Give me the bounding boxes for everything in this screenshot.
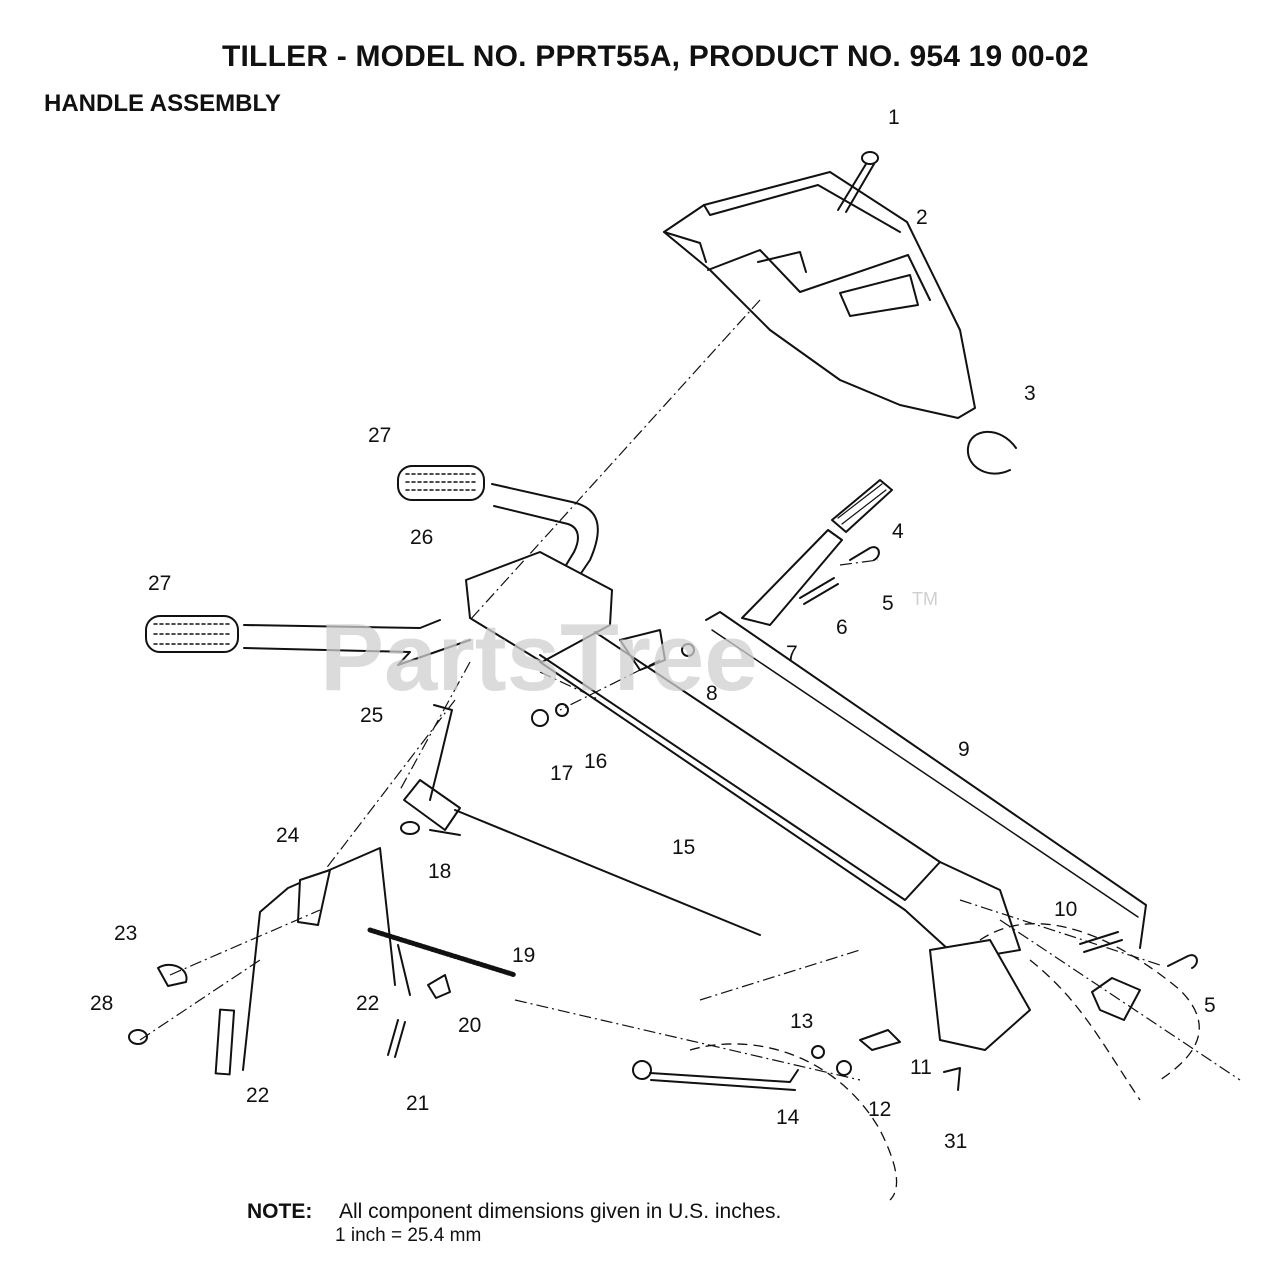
bracket-part-11 bbox=[859, 1029, 901, 1051]
note-line-1: All component dimensions given in U.S. i… bbox=[339, 1200, 782, 1223]
spring-part-19 bbox=[367, 927, 518, 978]
callout-18: 18 bbox=[428, 860, 451, 883]
callout-5b: 5 bbox=[1204, 994, 1216, 1017]
nut-part-12 bbox=[836, 1060, 852, 1076]
callout-4: 4 bbox=[892, 520, 904, 543]
rod-part-22a bbox=[214, 1008, 236, 1076]
shift-lever-part bbox=[741, 479, 893, 626]
lower-grip-assembly bbox=[145, 615, 471, 666]
clutch-lever-part bbox=[242, 847, 396, 1071]
callout-17: 17 bbox=[550, 762, 573, 785]
spacer-part-8 bbox=[681, 643, 695, 657]
watermark-text: PartsTree bbox=[320, 604, 758, 711]
control-cable bbox=[454, 809, 761, 936]
callout-19: 19 bbox=[512, 944, 535, 967]
bolt-part-21 bbox=[387, 1019, 406, 1058]
note-label: NOTE: bbox=[247, 1200, 313, 1223]
shift-rod-part bbox=[705, 611, 1147, 949]
throttle-bracket bbox=[403, 704, 461, 836]
hairpin-part-5a bbox=[849, 546, 880, 561]
depth-lever-part bbox=[632, 1060, 799, 1091]
callout-11: 11 bbox=[910, 1056, 932, 1079]
main-handle-tube bbox=[465, 551, 1031, 1051]
nut-part-28 bbox=[128, 1029, 148, 1045]
callout-1: 1 bbox=[888, 106, 900, 129]
callout-31: 31 bbox=[944, 1130, 967, 1153]
diagram-subtitle: HANDLE ASSEMBLY bbox=[44, 90, 281, 117]
callout-25: 25 bbox=[360, 704, 383, 727]
callout-23: 23 bbox=[114, 922, 137, 945]
callout-9: 9 bbox=[958, 738, 970, 761]
watermark-trademark: TM bbox=[912, 589, 938, 609]
callout-28: 28 bbox=[90, 992, 113, 1015]
callout-24: 24 bbox=[276, 824, 300, 847]
nut-part-17 bbox=[531, 709, 549, 727]
callout-21: 21 bbox=[406, 1092, 429, 1115]
callout-22b: 22 bbox=[246, 1084, 269, 1107]
callout-27a: 27 bbox=[368, 424, 391, 447]
callout-10: 10 bbox=[1054, 898, 1077, 921]
handle-panel-part bbox=[663, 171, 976, 419]
callout-3: 3 bbox=[1024, 382, 1036, 405]
rod-part-22b bbox=[397, 944, 411, 996]
nut-part-18 bbox=[400, 821, 420, 835]
callout-26: 26 bbox=[410, 526, 433, 549]
screw-part-1 bbox=[837, 151, 879, 213]
clip-part-20 bbox=[427, 974, 451, 999]
callout-8: 8 bbox=[706, 682, 718, 705]
callout-2: 2 bbox=[916, 206, 928, 229]
upper-grip-assembly bbox=[397, 465, 599, 611]
callout-14: 14 bbox=[776, 1106, 800, 1129]
callout-12: 12 bbox=[868, 1098, 891, 1121]
bolt-part-6 bbox=[799, 577, 839, 605]
callout-13: 13 bbox=[790, 1010, 813, 1033]
callout-27b: 27 bbox=[148, 572, 171, 595]
note-line-2: 1 inch = 25.4 mm bbox=[335, 1225, 482, 1246]
callout-22a: 22 bbox=[356, 992, 379, 1015]
washer-part-13 bbox=[811, 1045, 825, 1059]
hairpin-part-5b bbox=[1167, 954, 1198, 969]
callout-7: 7 bbox=[786, 642, 798, 665]
callout-16: 16 bbox=[584, 750, 607, 773]
callout-20: 20 bbox=[458, 1014, 481, 1037]
bolt-part-10 bbox=[1079, 931, 1123, 953]
diagram-title: TILLER - MODEL NO. PPRT55A, PRODUCT NO. … bbox=[222, 40, 1089, 73]
washer-part-16 bbox=[555, 703, 569, 717]
dimension-note: NOTE: All component dimensions given in U… bbox=[247, 1200, 781, 1248]
callout-6: 6 bbox=[836, 616, 848, 639]
callout-15: 15 bbox=[672, 836, 695, 859]
clip-part-23 bbox=[157, 963, 188, 987]
callout-5a: 5 bbox=[882, 592, 894, 615]
retaining-ring-part bbox=[966, 430, 1017, 475]
bolt-part-31 bbox=[943, 1067, 961, 1091]
